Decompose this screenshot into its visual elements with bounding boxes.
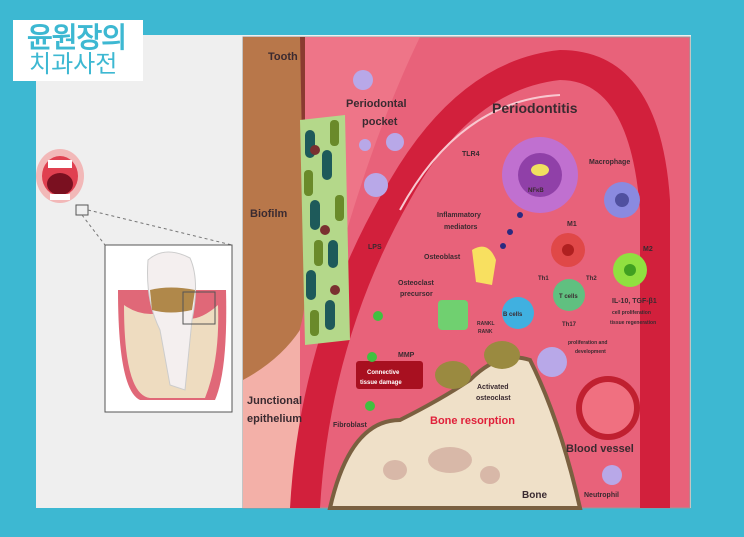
label-biofilm: Biofilm (250, 208, 287, 220)
label-epithelium: epithelium (247, 413, 302, 425)
label-t-cells: T cells (559, 294, 578, 300)
label-proliferation: proliferation and (568, 340, 607, 346)
label-mmp: MMP (398, 352, 415, 359)
label-periodontitis: Periodontitis (492, 100, 578, 116)
label-junctional: Junctional (247, 395, 302, 407)
label-osteoclast-activated: osteoclast (476, 395, 511, 402)
label-bone-resorption: Bone resorption (430, 415, 515, 427)
mouth-illustration (36, 149, 233, 246)
label-tissue-damage: tissue damage (360, 380, 402, 386)
label-tissue-regeneration: tissue regeneration (610, 320, 656, 326)
label-il10: IL-10, TGF-β1 (612, 298, 657, 305)
label-tooth: Tooth (268, 51, 298, 63)
logo: 윤원장의 치과사전 (13, 20, 143, 81)
label-connective: Connective (367, 370, 400, 376)
label-osteoblast: Osteoblast (424, 254, 461, 261)
label-lps: LPS (368, 244, 382, 251)
label-periodontal-pocket: Periodontal (346, 98, 407, 110)
immune-cells (353, 70, 647, 485)
diagram-labels: Tooth Periodontal pocket Biofilm LPS Per… (247, 51, 657, 501)
label-fibroblast: Fibroblast (333, 422, 368, 429)
label-blood-vessel: Blood vessel (566, 443, 634, 455)
label-bone: Bone (522, 490, 547, 501)
biofilm-bacteria (300, 115, 350, 345)
label-b-cells: B cells (503, 312, 523, 318)
label-development: development (575, 349, 606, 355)
label-periodontal-pocket-2: pocket (362, 116, 398, 128)
label-rankl: RANKL (477, 321, 495, 327)
label-macrophage: Macrophage (589, 159, 630, 166)
label-inflammatory: Inflammatory (437, 212, 481, 219)
label-tlr4: TLR4 (462, 151, 480, 158)
label-m1: M1 (567, 221, 577, 228)
label-mediators: mediators (444, 224, 478, 231)
logo-line-2: 치과사전 (29, 51, 118, 78)
label-precursor: precursor (400, 291, 433, 298)
label-th17: Th17 (562, 322, 577, 328)
label-th2: Th2 (586, 276, 597, 282)
label-neutrophil: Neutrophil (584, 492, 619, 499)
tooth-closeup (104, 244, 233, 413)
label-m2: M2 (643, 246, 653, 253)
label-th1: Th1 (538, 276, 549, 282)
label-rank: RANK (478, 329, 493, 335)
logo-line-1: 윤원장의 (27, 22, 127, 53)
label-osteoclast: Osteoclast (398, 280, 434, 287)
label-activated: Activated (477, 384, 509, 391)
label-nfkb: NFκB (528, 188, 544, 194)
label-cell-proliferation: cell proliferation (612, 310, 651, 316)
